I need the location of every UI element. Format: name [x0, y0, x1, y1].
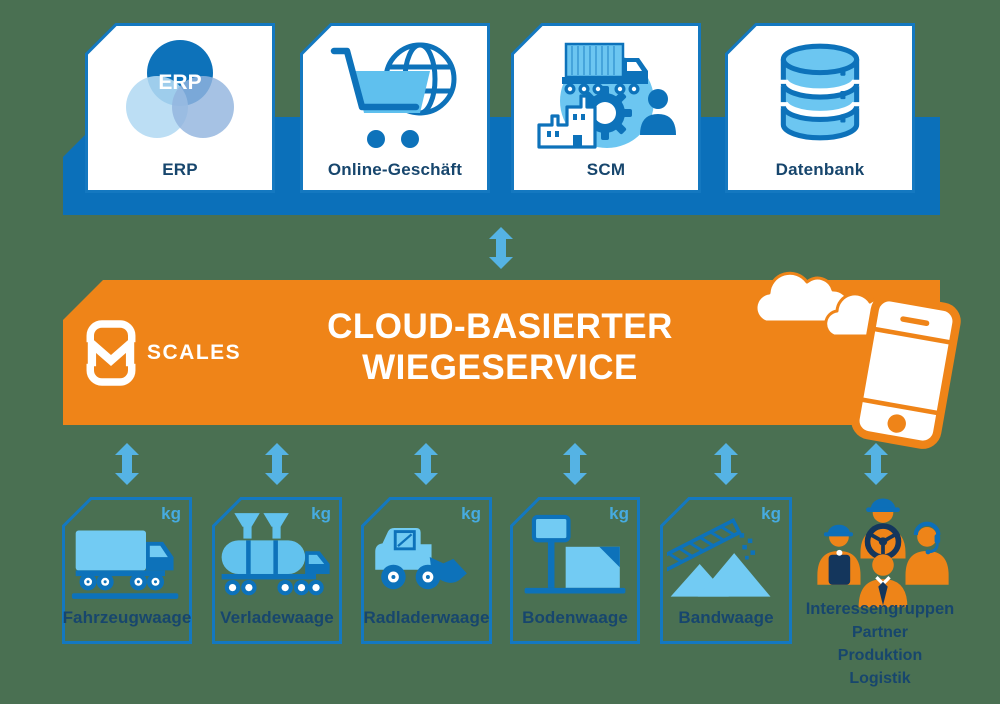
banner-title-line1: CLOUD-BASIERTER — [327, 307, 673, 346]
banner-title-line2: WIEGESERVICE — [362, 348, 638, 387]
truck-scale-icon — [71, 530, 179, 599]
double-arrow-icon — [115, 443, 139, 485]
belt-scale-icon — [667, 518, 771, 597]
banner-title: CLOUD-BASIERTER WIEGESERVICE — [230, 306, 770, 388]
double-arrow-icon — [265, 443, 289, 485]
card-label-fahrzeugwaage: Fahrzeugwaage — [62, 608, 192, 627]
kg-badge: kg — [311, 504, 331, 523]
mscales-logo-text: SCALES — [147, 341, 242, 364]
card-label-bodenwaage: Bodenwaage — [522, 608, 628, 627]
card-shape — [361, 497, 492, 644]
floor-scale-icon — [524, 514, 626, 594]
card-label-verladewaage: Verladewaage — [220, 608, 334, 627]
card-bandwaage: kg Bandwaage — [660, 497, 792, 644]
tanker-loading-icon — [221, 513, 330, 596]
stakeholder-item-partner: Partner — [851, 624, 909, 641]
database-icon — [778, 43, 862, 141]
kg-badge: kg — [461, 504, 481, 523]
people-group-icon — [817, 498, 949, 608]
erp-venn-text: ERP — [158, 71, 201, 94]
card-bodenwaage: kg Bodenwaage — [510, 497, 640, 644]
erp-venn-icon: ERP — [126, 40, 234, 138]
card-verladewaage: kg Verladewaage — [212, 497, 342, 644]
card-erp: ERP ERP — [85, 23, 275, 193]
mscales-logo: SCALES — [84, 318, 241, 388]
card-radladerwaage: kg Radladerwaage — [361, 497, 492, 644]
mscales-logo-icon — [84, 320, 138, 386]
card-fahrzeugwaage: kg Fahrzeugwaage — [62, 497, 192, 644]
kg-badge: kg — [609, 504, 629, 523]
smartphone-icon — [851, 293, 961, 449]
card-scm: SCM — [511, 23, 701, 193]
card-online-geschaeft: Online-Geschäft — [300, 23, 490, 193]
card-shape — [660, 497, 792, 644]
cart-globe-icon — [330, 42, 457, 148]
double-arrow-icon — [489, 227, 513, 269]
card-label-online-geschaeft: Online-Geschäft — [327, 160, 463, 179]
card-datenbank: Datenbank — [725, 23, 915, 193]
wheel-loader-icon — [374, 527, 467, 590]
kg-badge: kg — [761, 504, 781, 523]
card-shape — [62, 497, 192, 644]
card-label-radladerwaage: Radladerwaage — [363, 608, 490, 627]
double-arrow-icon — [714, 443, 738, 485]
card-label-erp: ERP — [162, 160, 198, 179]
card-label-bandwaage: Bandwaage — [678, 608, 774, 627]
stakeholder-item-produktion: Produktion — [837, 647, 923, 664]
double-arrow-icon — [563, 443, 587, 485]
double-arrow-icon — [864, 443, 888, 485]
card-shape — [212, 497, 342, 644]
double-arrow-icon — [414, 443, 438, 485]
stakeholder-item-logistik: Logistik — [849, 670, 911, 687]
stakeholders-title: Interessengruppen — [805, 600, 955, 618]
card-label-datenbank: Datenbank — [775, 160, 865, 179]
kg-badge: kg — [161, 504, 181, 523]
card-label-scm: SCM — [586, 160, 626, 179]
supply-chain-icon — [537, 42, 676, 149]
card-shape — [510, 497, 640, 644]
stakeholder-labels: Interessengruppen Partner Produktion Log… — [790, 598, 970, 690]
